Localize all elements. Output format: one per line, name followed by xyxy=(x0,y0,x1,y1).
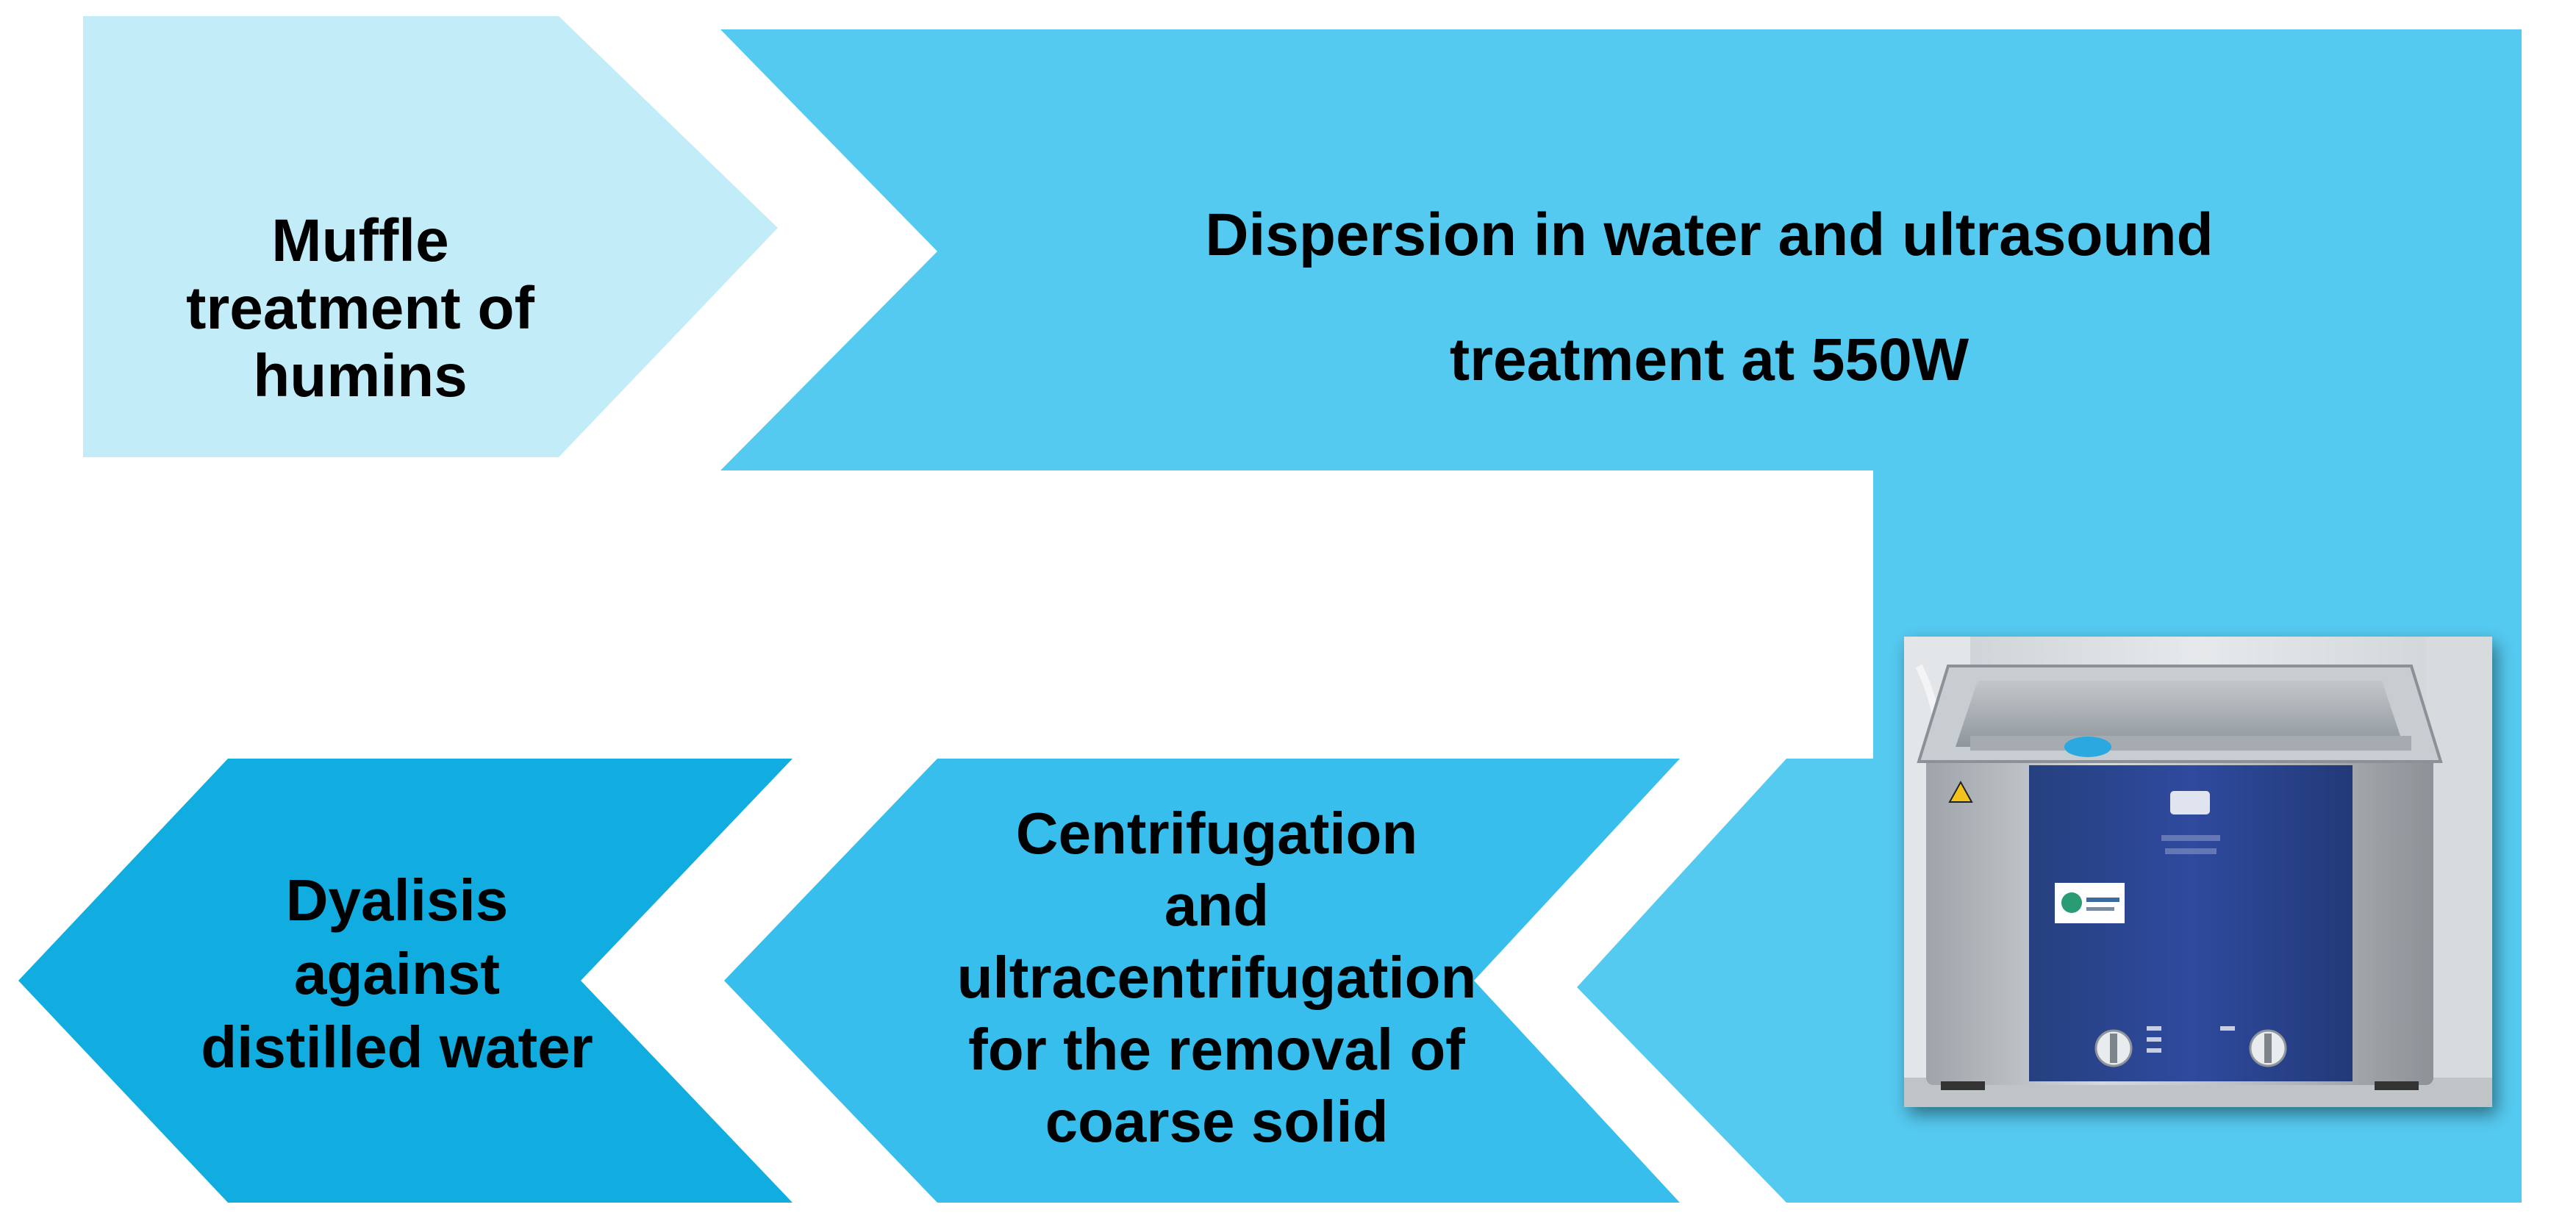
ultrasonic-bath-photo xyxy=(1904,637,2492,1107)
step-centrifugation-arrow xyxy=(724,759,1680,1203)
step-muffle-arrow xyxy=(83,16,778,457)
step-dispersion-label: Dispersion in water and ultrasound treat… xyxy=(1205,201,2214,393)
step-dialysis-label: Dyalisis against distilled water xyxy=(201,867,593,1080)
step-centrifugation-label: Centrifugation and ultracentrifugation f… xyxy=(956,801,1477,1154)
step-muffle-label: Muffle treatment of humins xyxy=(186,207,534,409)
step-dialysis-arrow xyxy=(18,759,793,1203)
